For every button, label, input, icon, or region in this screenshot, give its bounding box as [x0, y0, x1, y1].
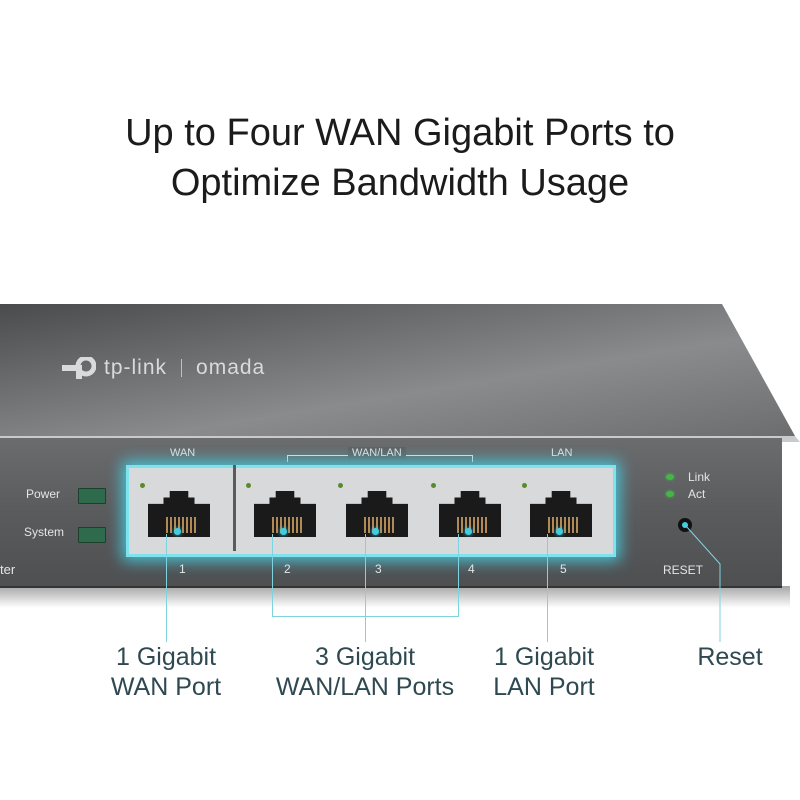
headline: Up to Four WAN Gigabit Ports to Optimize…	[0, 108, 800, 208]
device-shadow	[0, 586, 790, 608]
tp-link-omada-logo: tp-link omada	[62, 356, 265, 380]
port-3-led	[338, 483, 343, 488]
port-5-led	[522, 483, 527, 488]
callout-dot	[174, 528, 181, 535]
logo-separator	[181, 359, 183, 377]
act-led	[666, 491, 674, 497]
link-label: Link	[688, 470, 711, 484]
act-label: Act	[688, 487, 706, 501]
port-3-wan-lan[interactable]	[338, 479, 412, 539]
callout-line-port2	[272, 534, 273, 616]
reset-label: RESET	[663, 563, 704, 577]
link-led	[666, 474, 674, 480]
port-1-led	[140, 483, 145, 488]
callout-dot	[372, 528, 379, 535]
port-1-wan[interactable]	[140, 479, 214, 539]
callout-line-port3	[365, 534, 366, 642]
port-1-number: 1	[179, 562, 186, 576]
power-led	[78, 488, 106, 504]
power-label: Power	[26, 487, 61, 501]
port-3-number: 3	[375, 562, 382, 576]
tp-link-logo-icon	[62, 357, 96, 379]
brand-name: tp-link	[104, 356, 168, 379]
headline-line-1: Up to Four WAN Gigabit Ports to	[125, 112, 675, 154]
callout-dot	[556, 528, 563, 535]
port-5-lan[interactable]	[522, 479, 596, 539]
system-label: System	[24, 525, 65, 539]
port-2-wan-lan[interactable]	[246, 479, 320, 539]
port-4-number: 4	[468, 562, 475, 576]
callout-line-wan	[166, 534, 167, 642]
port-2-number: 2	[284, 562, 291, 576]
headline-line-2: Optimize Bandwidth Usage	[170, 162, 630, 204]
callout-line-lan	[547, 534, 548, 642]
callout-line-reset	[685, 525, 721, 642]
port-4-wan-lan[interactable]	[431, 479, 505, 539]
callout-dot	[465, 528, 472, 535]
wan-divider	[233, 465, 236, 551]
wan-lan-group-label: WAN/LAN	[348, 447, 406, 459]
callout-reset: Reset	[697, 643, 763, 671]
wan-group-label: WAN	[170, 447, 196, 459]
system-led	[78, 527, 106, 543]
lan-group-label: LAN	[551, 447, 573, 459]
port-5-number: 5	[560, 562, 567, 576]
callout-dot	[682, 522, 688, 528]
callout-dot	[280, 528, 287, 535]
device-name-edge-text: ter	[0, 562, 16, 577]
callout-line-port4	[458, 534, 459, 616]
port-4-led	[431, 483, 436, 488]
callout-line-bracket	[272, 616, 459, 617]
product-name: omada	[196, 356, 266, 379]
port-2-led	[246, 483, 251, 488]
